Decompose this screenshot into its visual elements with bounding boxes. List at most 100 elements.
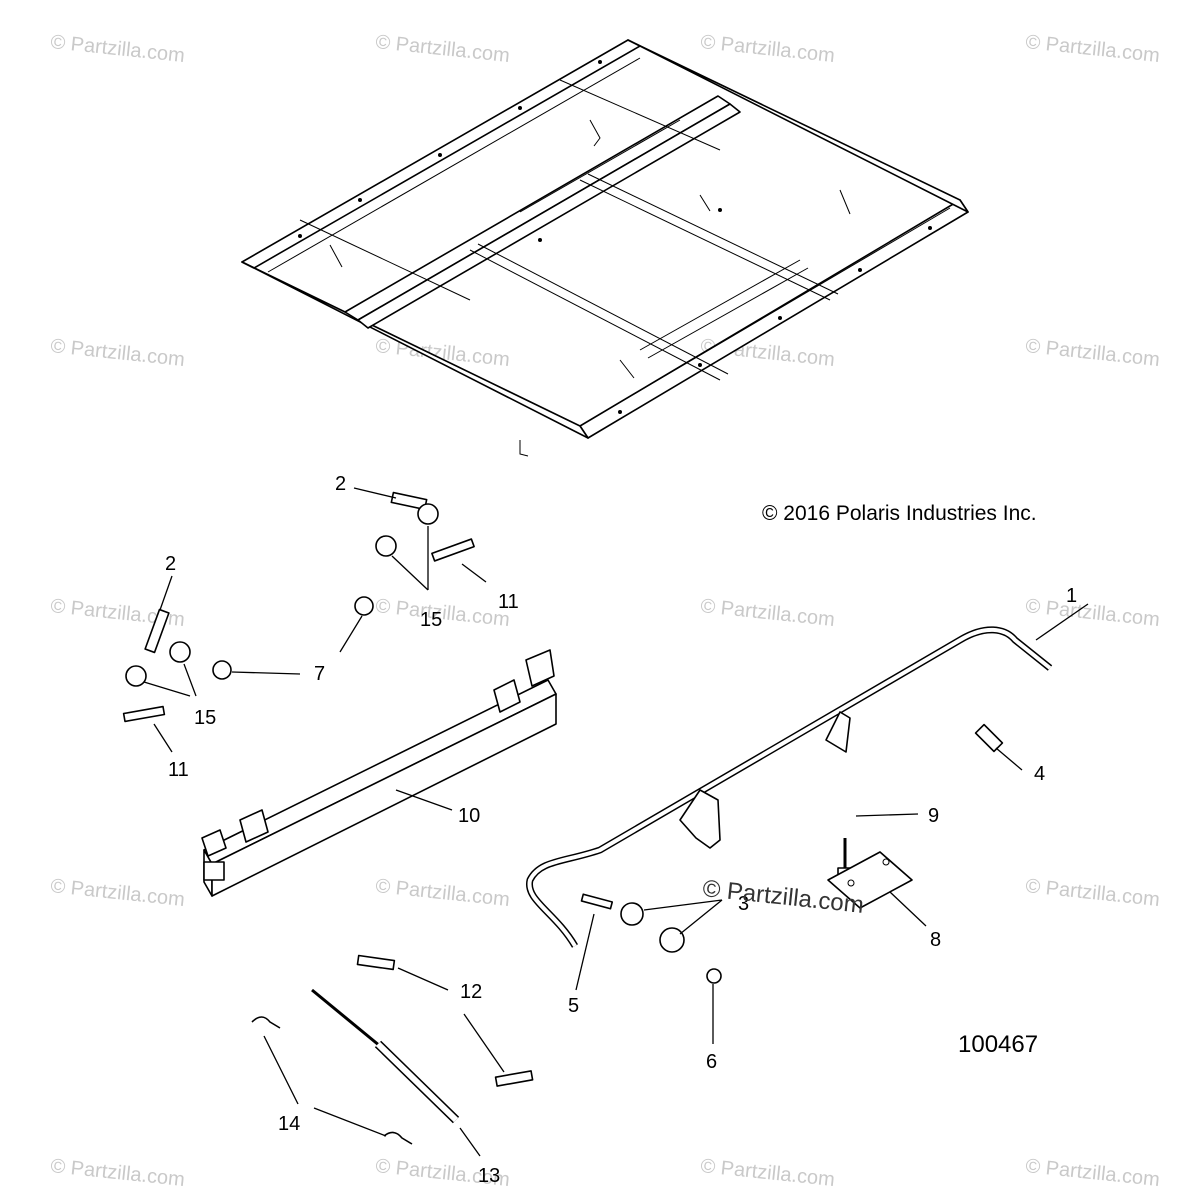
watermark: © Partzilla.com	[49, 875, 185, 911]
frame-holes	[298, 60, 932, 414]
callout-11-upper: 11	[498, 591, 519, 613]
part-1-bar	[526, 626, 1053, 948]
callout-14: 14	[278, 1113, 300, 1135]
part-13-strut	[311, 988, 460, 1124]
pin-12a	[356, 954, 396, 971]
leader-11-upper	[461, 563, 487, 583]
frame-long-5	[299, 219, 471, 301]
watermark: © Partzilla.com	[49, 1155, 185, 1191]
leader-14b	[313, 1107, 387, 1137]
leader-10	[395, 789, 453, 811]
clip-14b	[383, 1131, 413, 1145]
callout-4: 4	[1034, 763, 1045, 785]
small-parts	[122, 491, 1004, 1145]
watermark: © Partzilla.com	[1024, 1155, 1160, 1191]
nut-6	[706, 968, 722, 984]
bolt-11-left	[122, 705, 166, 723]
leader-12a	[397, 967, 449, 991]
frame-rail-left	[241, 261, 589, 439]
leader-3a	[643, 899, 723, 911]
callout-6: 6	[706, 1051, 717, 1073]
frame-cross-2	[639, 259, 801, 351]
strut-body-inner	[375, 1041, 459, 1123]
bar-upper-bracket	[825, 711, 851, 753]
watermark: © Partzilla.com	[699, 595, 835, 631]
pin-12b	[494, 1070, 534, 1087]
leader-lines	[143, 487, 1089, 1157]
watermarks: © Partzilla.com © Partzilla.com © Partzi…	[49, 31, 1160, 1191]
frame-inner-back	[267, 57, 641, 273]
watermark: © Partzilla.com	[1024, 335, 1160, 371]
watermark: © Partzilla.com	[699, 31, 835, 67]
callout-9: 9	[928, 805, 939, 827]
plate-8-hole	[882, 858, 890, 866]
frame-rail-front	[579, 199, 969, 439]
copyright-text: © 2016 Polaris Industries Inc.	[762, 502, 1037, 525]
leader-3b	[679, 899, 723, 935]
clip-14a	[251, 1016, 281, 1029]
callout-11-left: 11	[168, 759, 189, 781]
callout-8: 8	[930, 929, 941, 951]
frame-long-3	[579, 179, 831, 301]
pin-2-left	[144, 608, 170, 654]
strut-rod	[311, 988, 381, 1048]
callout-3: 3	[738, 893, 749, 915]
diagram-number: 100467	[958, 1031, 1038, 1058]
clip-3b	[659, 927, 685, 953]
bushing-15a	[417, 503, 439, 525]
spring-4	[974, 723, 1004, 753]
plate-8	[827, 851, 913, 909]
frame-inner-front	[589, 207, 951, 421]
watermark: © Partzilla.com	[699, 1155, 835, 1191]
bushing-15d	[125, 665, 147, 687]
leader-15c	[183, 663, 197, 697]
leader-11-left	[153, 723, 173, 753]
plate-8-hole	[847, 879, 855, 887]
leader-8	[889, 891, 927, 927]
callout-15-upper: 15	[420, 609, 442, 631]
clip-3a	[620, 902, 644, 926]
pin-5	[580, 893, 614, 910]
bar-latch-bracket	[679, 789, 721, 849]
watermark: © Partzilla.com	[1024, 875, 1160, 911]
leader-14a	[263, 1035, 299, 1105]
callout-13: 13	[478, 1165, 500, 1187]
frame-long-2	[477, 243, 729, 375]
leader-2-left	[159, 575, 173, 611]
frame-long-4	[587, 173, 839, 295]
leader-1	[1035, 603, 1089, 641]
leader-12b	[463, 1013, 505, 1073]
callout-2-upper: 2	[335, 473, 346, 495]
watermark: © Partzilla.com	[1024, 595, 1160, 631]
frame-long-1	[469, 249, 721, 381]
watermark: © Partzilla.com	[374, 31, 510, 67]
leader-4	[995, 747, 1023, 771]
frame-cross-1	[519, 119, 681, 213]
bolt-11-upper	[431, 538, 475, 562]
bar-tube-inner	[527, 627, 1052, 948]
part-10-rail	[201, 649, 557, 897]
frame-cross-3	[647, 267, 809, 359]
bed-frame	[241, 39, 969, 457]
callout-12: 12	[460, 981, 482, 1003]
callout-2-left: 2	[165, 553, 176, 575]
leader-15b	[391, 555, 429, 591]
leader-9	[855, 813, 919, 817]
watermark: © Partzilla.com	[374, 595, 510, 631]
callouts: 1 2 2 3 4 5 6 7 8 9 10 11 11 12 13 14 15…	[165, 473, 1077, 1187]
leader-7b	[231, 671, 301, 675]
nut-7b	[212, 660, 232, 680]
watermark: © Partzilla.com	[1024, 31, 1160, 67]
nut-7a	[354, 596, 374, 616]
callout-7: 7	[314, 663, 325, 685]
leader-7a	[339, 615, 363, 653]
watermark: © Partzilla.com	[49, 31, 185, 67]
leader-2-upper	[353, 487, 397, 499]
callout-15-left: 15	[194, 707, 216, 729]
rail-end	[203, 861, 225, 881]
watermark: © Partzilla.com	[49, 335, 185, 371]
bushing-15b	[375, 535, 397, 557]
leader-15d	[143, 681, 191, 697]
callout-1: 1	[1066, 585, 1077, 607]
